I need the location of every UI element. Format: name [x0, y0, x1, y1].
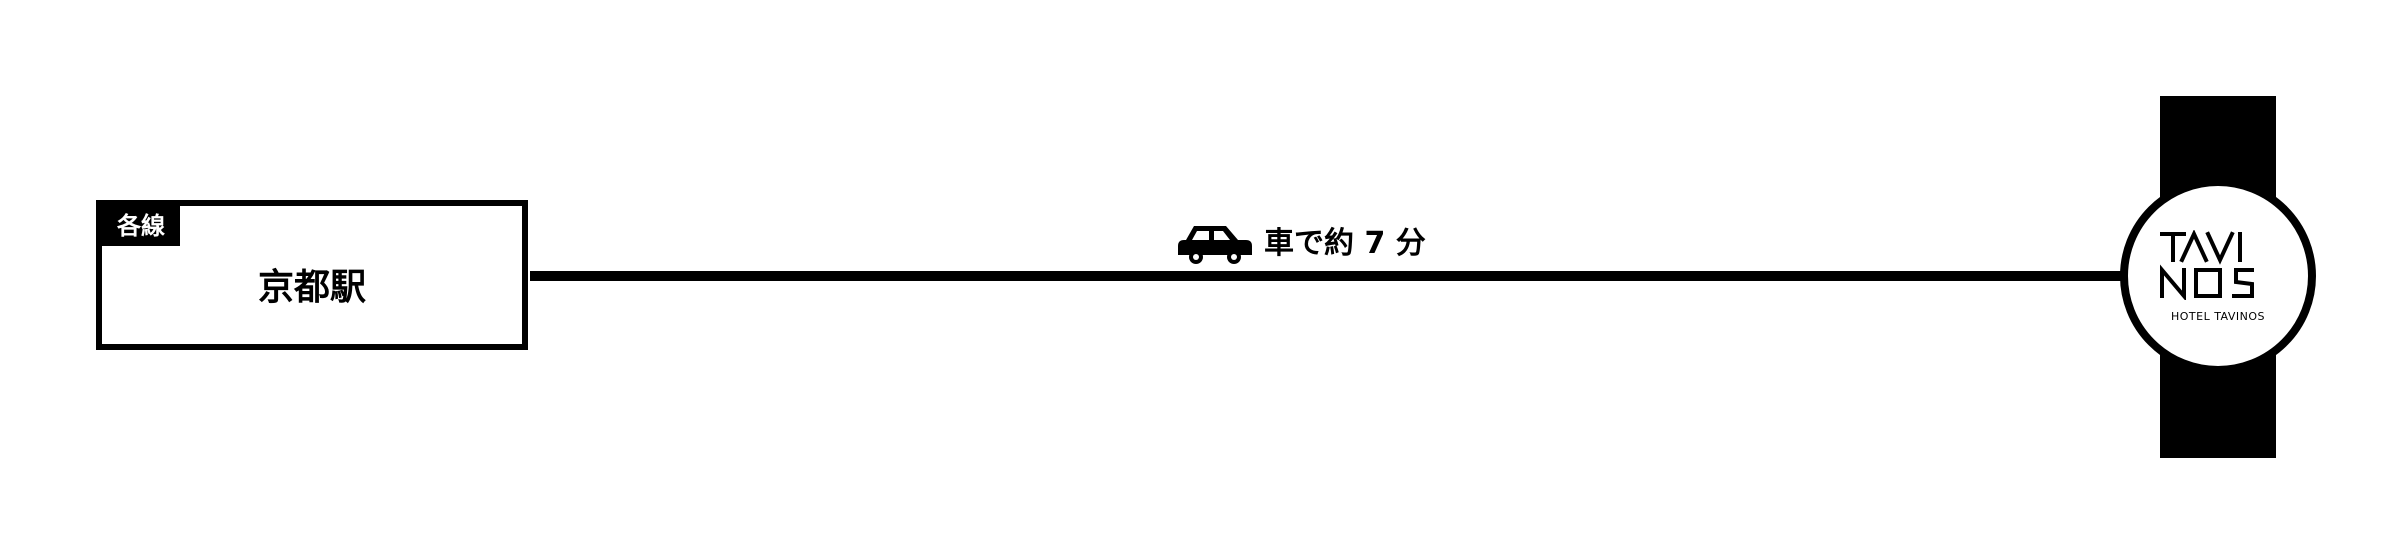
travel-time-label: 車で約 7 分: [1264, 226, 1426, 261]
station-name: 京都駅: [257, 267, 366, 308]
hotel-logo: [2160, 230, 2254, 300]
station-line-tag: 各線: [102, 206, 180, 246]
hotel-subname: HOTEL TAVINOS: [2170, 310, 2266, 323]
car-icon: [1178, 226, 1252, 264]
transit-info: 車で約 7 分: [1176, 222, 1426, 266]
hotel-badge: HOTEL TAVINOS: [2120, 178, 2316, 374]
station-box: 各線 京都駅: [96, 200, 528, 350]
route-line: [530, 271, 2130, 281]
